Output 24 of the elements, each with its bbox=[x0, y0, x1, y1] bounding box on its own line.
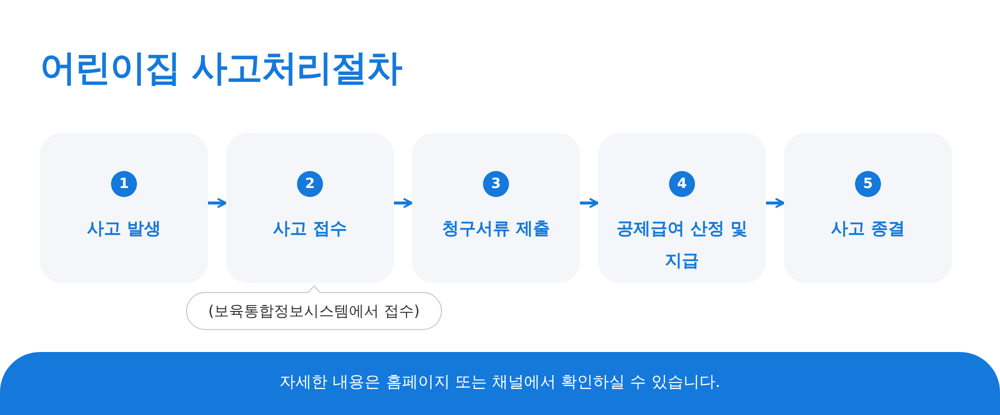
step-label: 공제급여 산정 및 지급 bbox=[616, 218, 748, 273]
arrow bbox=[766, 198, 785, 208]
note-text: (보육통합정보시스템에서 접수) bbox=[207, 301, 421, 322]
arrow bbox=[394, 198, 413, 208]
step-label: 청구서류 제출 bbox=[441, 218, 551, 241]
footer-text: 자세한 내용은 홈페이지 또는 채널에서 확인하실 수 있습니다. bbox=[278, 371, 722, 393]
step-label: 사고 발생 bbox=[86, 218, 162, 241]
footer-band bbox=[0, 352, 1000, 415]
step-label: 사고 접수 bbox=[272, 218, 348, 241]
step-card bbox=[784, 133, 952, 283]
step-label: 사고 종결 bbox=[830, 218, 906, 241]
step-number: 5 bbox=[855, 171, 881, 197]
arrow bbox=[208, 198, 227, 208]
speech-bubble bbox=[186, 285, 442, 330]
step-card bbox=[40, 133, 208, 283]
arrow bbox=[580, 198, 599, 208]
step-number: 3 bbox=[483, 171, 509, 197]
step-card bbox=[598, 133, 766, 283]
step-number: 2 bbox=[297, 171, 323, 197]
step-number: 1 bbox=[111, 171, 137, 197]
step-card bbox=[412, 133, 580, 283]
title: 어린이집 사고처리절차 bbox=[40, 47, 402, 91]
step-number: 4 bbox=[669, 171, 695, 197]
step-card bbox=[226, 133, 394, 283]
